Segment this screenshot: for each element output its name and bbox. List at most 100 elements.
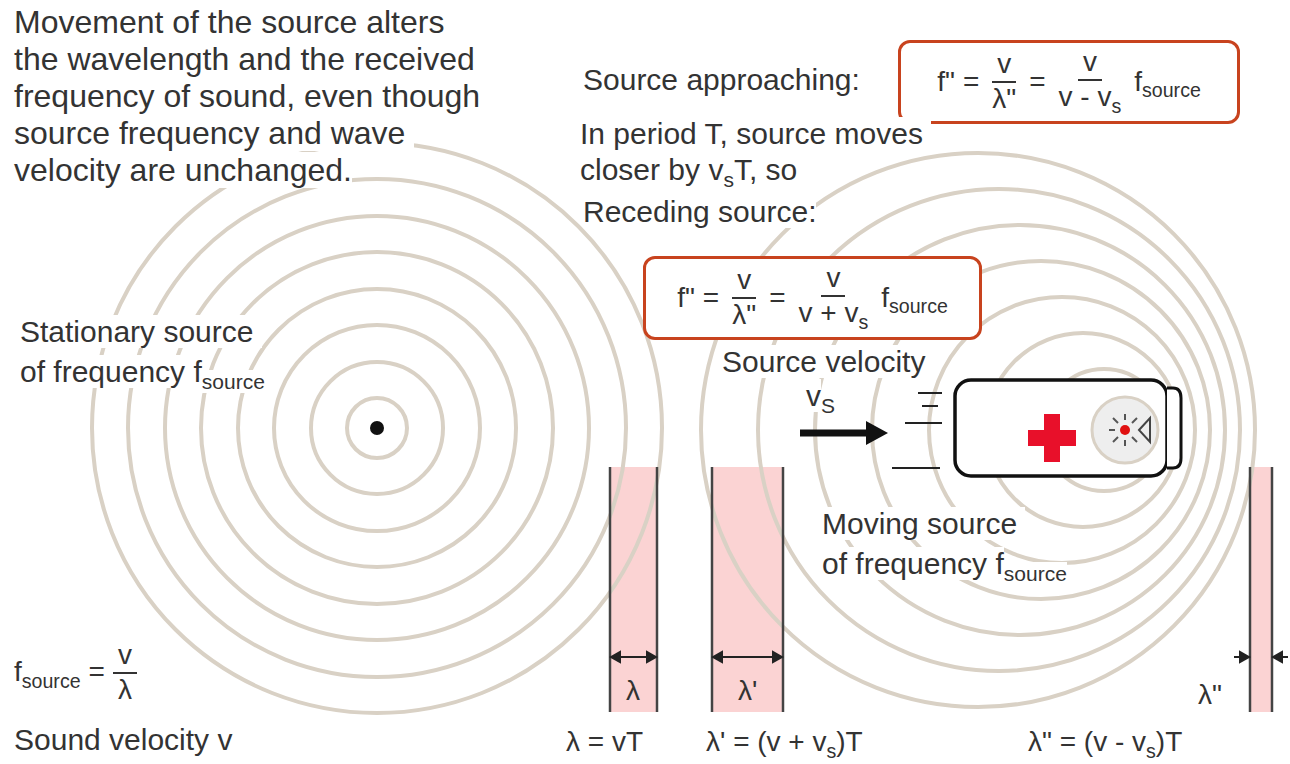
dimension-line [618, 656, 649, 658]
label-text: λ" [1198, 679, 1222, 710]
wavefront [347, 398, 407, 458]
label-text: λ [118, 674, 132, 705]
subscript: S [821, 394, 835, 417]
label-text: v - v [1059, 81, 1112, 112]
subscript: s [827, 740, 837, 762]
fraction: vλ [113, 640, 137, 706]
text-group: λ [626, 674, 640, 708]
band-line [782, 467, 785, 712]
label-text: Sound velocity v [14, 723, 232, 756]
label-text: = [963, 67, 979, 98]
subscript: source [889, 296, 948, 318]
speed-lines [892, 393, 942, 468]
stationary-wavefronts [92, 143, 662, 713]
arrowhead [647, 652, 656, 662]
text-group: λ" = (v - vs)T [1028, 724, 1182, 764]
wavefront [92, 143, 662, 713]
label-text: v [737, 264, 751, 295]
text-group: Movement of the source alters the wavele… [14, 4, 486, 189]
label-text: = [89, 657, 105, 688]
text-group: Stationary source of frequency fsource [20, 312, 275, 402]
dimension-line [720, 656, 775, 658]
ray [1124, 414, 1126, 420]
text-group: vS [806, 378, 835, 424]
label-text: = [1029, 67, 1045, 98]
denominator: v - vs [1054, 81, 1127, 117]
speed-line [918, 392, 942, 394]
subscript: s [858, 311, 868, 333]
wavefront [274, 325, 480, 531]
wavefront [165, 216, 589, 640]
label-text: = [703, 283, 719, 314]
ray [1113, 418, 1118, 423]
wavefront [128, 179, 626, 677]
numerator: v [732, 265, 756, 299]
wavelength-arrows [611, 652, 1288, 662]
text-group: λ' = (v + vs)T [706, 724, 863, 764]
text-group: fsource=vλ [14, 640, 137, 706]
label-text: Source velocity [722, 345, 925, 378]
subscript: s [1146, 740, 1156, 762]
red-cross [1028, 430, 1076, 446]
subscript: source [1142, 80, 1201, 102]
speaker-symbol [1139, 418, 1150, 442]
numerator: v [821, 263, 845, 297]
ray [1113, 437, 1118, 442]
ambulance [955, 380, 1181, 476]
ray [1124, 440, 1126, 446]
label-text: v [997, 48, 1011, 79]
label-text: v + v [799, 297, 859, 328]
subscript: source [202, 370, 265, 393]
text-group: λ' [738, 674, 757, 708]
label-text: v [806, 379, 821, 412]
siren-halo [1092, 397, 1158, 463]
siren-rays [1109, 414, 1137, 446]
label-text: Movement of the source alters the wavele… [14, 4, 489, 188]
arrowhead [611, 652, 620, 662]
label-text: Moving source of frequency f [822, 507, 1025, 580]
text-group: λ = vT [566, 724, 643, 760]
band-borders [610, 467, 1272, 712]
velocity-arrowhead [866, 421, 888, 445]
label-text: λ" [732, 299, 756, 330]
fraction: v λ" [987, 49, 1021, 115]
label-text: λ [626, 675, 640, 706]
label-text: f [1134, 67, 1142, 98]
ambulance-body [955, 380, 1167, 476]
arrowhead [713, 652, 722, 662]
denominator: λ" [727, 299, 761, 331]
label-text: Source approaching: [583, 63, 860, 96]
speed-line [892, 467, 940, 469]
band-line [656, 467, 659, 712]
subscript: source [1004, 562, 1067, 585]
label-text: λ = vT [566, 726, 643, 757]
text-group: Receding source: [583, 194, 816, 230]
ambulance-front [1167, 388, 1181, 468]
speed-line [922, 405, 938, 407]
text-group: Sound velocity v [14, 722, 232, 758]
text-group: In period T, source moves closer by vsT,… [580, 116, 980, 198]
label-text: Receding source: [583, 195, 816, 228]
wavefront [311, 362, 443, 494]
label-text: )T [1156, 726, 1182, 757]
text-group: Source approaching: [583, 62, 860, 98]
label-text: λ" = (v - v [1028, 726, 1146, 757]
label-text: f [881, 283, 889, 314]
arrowhead [773, 652, 782, 662]
label-text: )T [836, 726, 862, 757]
arrowhead [1273, 652, 1282, 662]
label-text: v [826, 262, 840, 293]
ray [1132, 437, 1137, 442]
siren-light [1120, 425, 1130, 435]
formula-box: f"=vλ"=vv - vsfsource [898, 40, 1240, 124]
formula-box: f"=vλ"=vv + vsfsource [643, 256, 982, 340]
label-text: λ' [738, 675, 757, 706]
arrowhead [1240, 652, 1249, 662]
band-line [711, 467, 714, 712]
label-text: v [1083, 46, 1097, 77]
denominator: λ" [987, 83, 1021, 115]
text-group: Moving source of frequency fsource [822, 504, 1027, 584]
subscript: source [22, 671, 81, 693]
label-text: λ' = (v + v [706, 726, 827, 757]
